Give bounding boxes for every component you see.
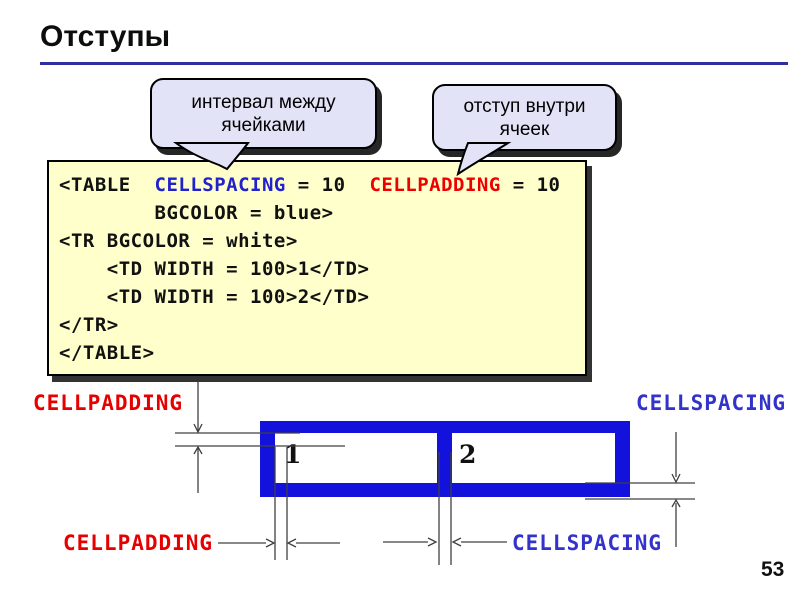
callout-text: отступ внутри: [463, 95, 586, 117]
label-cellpadding-top: CELLPADDING: [33, 391, 184, 415]
callout-text: интервал между: [191, 91, 336, 113]
code-line-4: <TD WIDTH = 100>1</TD>: [59, 258, 370, 280]
dimension-cellspacing-bottom: [383, 452, 507, 565]
table-cell-2: [452, 433, 615, 483]
code-line-5: <TD WIDTH = 100>2</TD>: [59, 286, 370, 308]
title-rule: [40, 62, 788, 65]
code-line-2: BGCOLOR = blue>: [59, 202, 334, 224]
callout-cellpadding: отступ внутри ячеек: [432, 84, 617, 151]
cell-2-label: 2: [459, 440, 476, 469]
table-cell-1: [275, 433, 437, 483]
code-text: = 10: [285, 174, 370, 196]
code-keyword-cellpadding: CELLPADDING: [369, 174, 501, 196]
dimension-cellspacing-right: [585, 432, 695, 547]
code-line-7: </TABLE>: [59, 342, 155, 364]
callout-text: ячейками: [221, 114, 306, 136]
dimension-cellpadding-bottom: [218, 447, 340, 560]
label-cellspacing-top: CELLSPACING: [636, 391, 787, 415]
code-line-1: <TABLE CELLSPACING = 10 CELLPADDING = 10: [59, 171, 560, 199]
code-block: <TABLE CELLSPACING = 10 CELLPADDING = 10…: [59, 171, 560, 367]
code-box: <TABLE CELLSPACING = 10 CELLPADDING = 10…: [47, 160, 587, 376]
label-cellspacing-bottom: CELLSPACING: [512, 531, 663, 555]
code-line-6: </TR>: [59, 314, 119, 336]
code-keyword-cellspacing: CELLSPACING: [154, 174, 286, 196]
callout-text: ячеек: [499, 118, 550, 140]
code-text: = 10: [500, 174, 561, 196]
code-line-3: <TR BGCOLOR = white>: [59, 230, 298, 252]
label-cellpadding-bottom: CELLPADDING: [63, 531, 214, 555]
cell-1-label: 1: [284, 440, 301, 469]
code-text: <TABLE: [59, 174, 155, 196]
page-title: Отступы: [40, 20, 171, 53]
callout-cellspacing: интервал между ячейками: [150, 78, 377, 149]
table-background: [260, 421, 630, 497]
page-number: 53: [761, 558, 785, 581]
dimension-cellpadding-top: [175, 382, 345, 493]
